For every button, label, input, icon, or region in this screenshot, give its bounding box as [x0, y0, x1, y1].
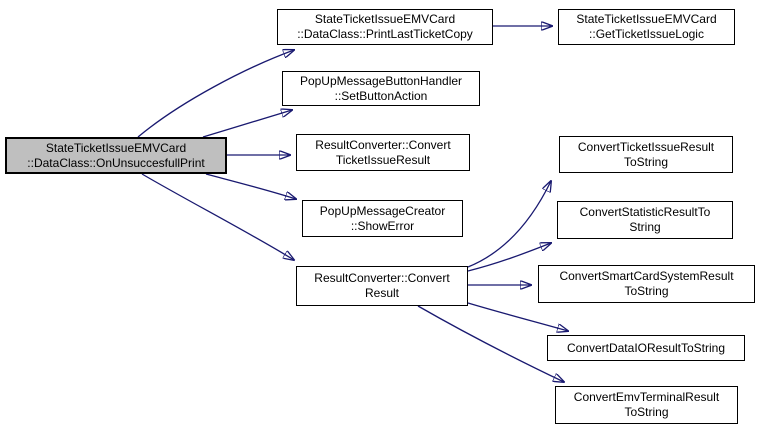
- edge-onunsuccesfullprint-to-showerror: [205, 173, 296, 199]
- node-label: StateTicketIssueEMVCard ::GetTicketIssue…: [576, 12, 717, 41]
- node-label: ResultConverter::Convert TicketIssueResu…: [315, 137, 451, 167]
- edge-convertresult-to-convertticketissueresulttostring: [467, 181, 551, 268]
- edge-convertresult-to-convertemvterminalresulttostring: [417, 305, 564, 382]
- node-label: StateTicketIssueEMVCard ::DataClass::OnU…: [27, 140, 205, 170]
- node-label: ConvertStatisticResultTo String: [579, 205, 711, 234]
- edge-convertresult-to-convertstatisticresulttostring: [467, 243, 551, 272]
- node-on-unsuccesfull-print[interactable]: StateTicketIssueEMVCard ::DataClass::OnU…: [5, 137, 227, 174]
- node-label: ResultConverter::Convert Result: [314, 271, 450, 300]
- node-convert-data-io-result-to-string[interactable]: ConvertDataIOResultToString: [547, 335, 745, 361]
- node-show-error[interactable]: PopUpMessageCreator ::ShowError: [302, 200, 463, 237]
- node-convert-emv-terminal-result-to-string[interactable]: ConvertEmvTerminalResult ToString: [555, 386, 738, 424]
- node-label: ConvertDataIOResultToString: [566, 340, 726, 355]
- node-convert-ticket-issue-result[interactable]: ResultConverter::Convert TicketIssueResu…: [296, 134, 470, 171]
- edge-convertresult-to-convertdataioresulttostring: [467, 302, 568, 331]
- node-label: PopUpMessageButtonHandler ::SetButtonAct…: [299, 73, 463, 103]
- node-set-button-action[interactable]: PopUpMessageButtonHandler ::SetButtonAct…: [282, 71, 480, 106]
- node-convert-ticket-issue-result-to-string[interactable]: ConvertTicketIssueResult ToString: [559, 136, 733, 173]
- edge-onunsuccesfullprint-to-setbuttonaction: [202, 110, 292, 138]
- edge-onunsuccesfullprint-to-convertresult: [141, 173, 294, 260]
- edge-onunsuccesfullprint-to-printlastticketcopy: [137, 50, 294, 138]
- node-convert-smart-card-system-result-to-string[interactable]: ConvertSmartCardSystemResult ToString: [538, 265, 755, 303]
- node-label: ConvertSmartCardSystemResult ToString: [559, 269, 734, 298]
- node-convert-statistic-result-to-string[interactable]: ConvertStatisticResultTo String: [557, 201, 733, 239]
- node-label: StateTicketIssueEMVCard ::DataClass::Pri…: [297, 12, 473, 41]
- node-label: ConvertTicketIssueResult ToString: [577, 139, 715, 169]
- node-print-last-ticket-copy[interactable]: StateTicketIssueEMVCard ::DataClass::Pri…: [277, 9, 493, 45]
- node-label: PopUpMessageCreator ::ShowError: [319, 203, 446, 233]
- node-convert-result[interactable]: ResultConverter::Convert Result: [296, 266, 468, 306]
- node-label: ConvertEmvTerminalResult ToString: [573, 390, 720, 419]
- node-get-ticket-issue-logic[interactable]: StateTicketIssueEMVCard ::GetTicketIssue…: [558, 9, 735, 45]
